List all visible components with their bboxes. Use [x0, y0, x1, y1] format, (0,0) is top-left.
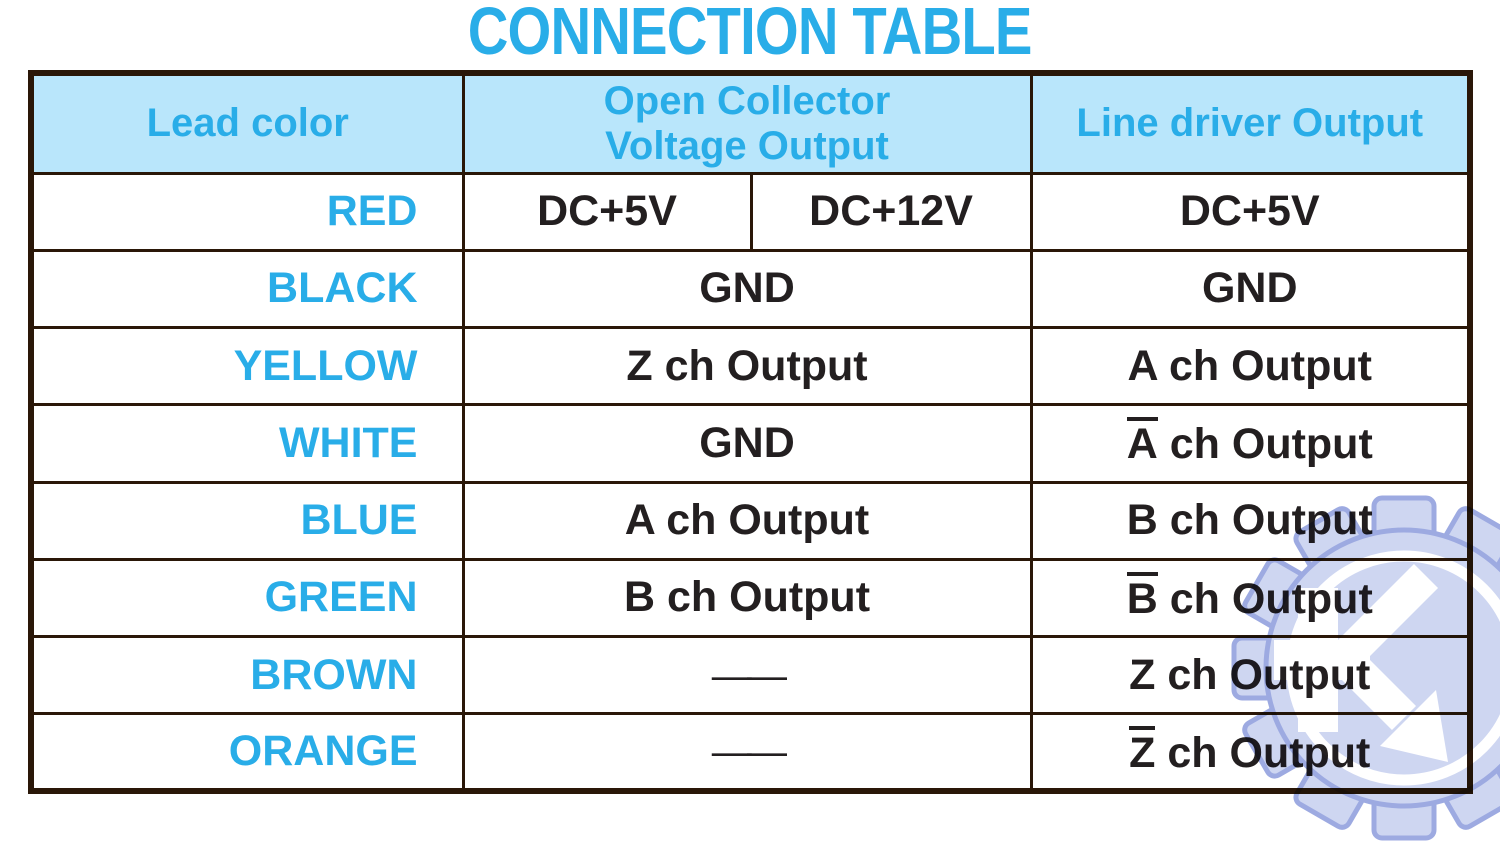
- header-open-collector-line1: Open Collector: [603, 78, 891, 123]
- cell-text: DC+5V: [1179, 187, 1320, 236]
- cell-text: ch Output: [1157, 420, 1373, 469]
- overline-prefix: A: [1126, 417, 1158, 466]
- open-collector-cell: GND: [461, 403, 1033, 484]
- line-driver-cell: Z ch Output: [1029, 712, 1472, 793]
- cell-text: DC+12V: [809, 187, 973, 236]
- cell-text: GND: [699, 418, 795, 467]
- open-collector-cell: B ch Output: [461, 557, 1033, 639]
- table-row-black: BLACK GND GND: [29, 248, 1472, 330]
- cell-text: B ch Output: [1126, 496, 1373, 545]
- overline-prefix: B: [1126, 571, 1158, 621]
- open-collector-12v-cell: DC+12V: [749, 171, 1033, 252]
- line-driver-cell: A ch Output: [1029, 325, 1472, 407]
- table-row-green: GREEN B ch Output B ch Output: [29, 557, 1472, 639]
- open-collector-cell: ——: [461, 634, 1033, 716]
- connection-table: Lead color Open Collector Voltage Output…: [28, 70, 1474, 794]
- header-open-collector: Open Collector Voltage Output: [461, 71, 1033, 175]
- header-lead-color-label: Lead color: [146, 101, 349, 146]
- table-row-yellow: YELLOW Z ch Output A ch Output: [29, 325, 1472, 407]
- cell-text: Z ch Output: [626, 341, 868, 390]
- no-connection-dash: ——: [711, 730, 787, 775]
- line-driver-cell: DC+5V: [1029, 171, 1472, 252]
- table-row-white: WHITE GND A ch Output: [29, 403, 1472, 484]
- table-row-red: RED DC+5V DC+12V DC+5V: [29, 171, 1472, 252]
- cell-text: ch Output: [1155, 728, 1371, 777]
- no-connection-dash: ——: [711, 653, 787, 698]
- cell-text: A ch Output: [624, 496, 870, 545]
- cell-text: GND: [1201, 264, 1298, 313]
- lead-color-cell: BLUE: [29, 480, 465, 561]
- lead-color-cell: ORANGE: [29, 712, 465, 793]
- line-driver-cell: Z ch Output: [1029, 634, 1472, 716]
- lead-color-cell: GREEN: [29, 557, 465, 639]
- cell-text: ch Output: [1157, 574, 1373, 623]
- open-collector-cell: ——: [461, 712, 1033, 793]
- open-collector-5v-cell: DC+5V: [461, 171, 753, 252]
- cell-text: Z ch Output: [1129, 650, 1371, 699]
- lead-color-cell: BLACK: [29, 248, 465, 330]
- header-line-driver: Line driver Output: [1029, 71, 1472, 175]
- cell-text: A ch Output: [1127, 341, 1372, 390]
- page-title-text: CONNECTION TABLE: [468, 0, 1033, 69]
- table-row-blue: BLUE A ch Output B ch Output: [29, 480, 1472, 561]
- line-driver-cell: B ch Output: [1029, 557, 1472, 639]
- table-row-brown: BROWN —— Z ch Output: [29, 634, 1472, 716]
- cell-text: B ch Output: [624, 573, 871, 622]
- open-collector-cell: Z ch Output: [461, 325, 1033, 407]
- lead-color-cell: YELLOW: [29, 325, 465, 407]
- lead-color-cell: RED: [29, 171, 465, 252]
- overline-prefix: Z: [1129, 725, 1156, 775]
- line-driver-cell: B ch Output: [1029, 480, 1472, 561]
- line-driver-cell: GND: [1029, 248, 1472, 330]
- line-driver-cell: A ch Output: [1029, 403, 1472, 484]
- header-row: Lead color Open Collector Voltage Output…: [29, 71, 1472, 175]
- page-title: CONNECTION TABLE: [0, 0, 1500, 66]
- table-row-orange: ORANGE —— Z ch Output: [29, 712, 1472, 793]
- open-collector-cell: GND: [461, 248, 1033, 330]
- cell-text: GND: [699, 264, 795, 313]
- header-line-driver-label: Line driver Output: [1076, 101, 1424, 146]
- lead-color-cell: BROWN: [29, 634, 465, 716]
- header-open-collector-line2: Voltage Output: [605, 123, 889, 168]
- lead-color-cell: WHITE: [29, 403, 465, 484]
- cell-text: DC+5V: [537, 187, 677, 236]
- header-lead-color: Lead color: [29, 71, 465, 175]
- open-collector-cell: A ch Output: [461, 480, 1033, 561]
